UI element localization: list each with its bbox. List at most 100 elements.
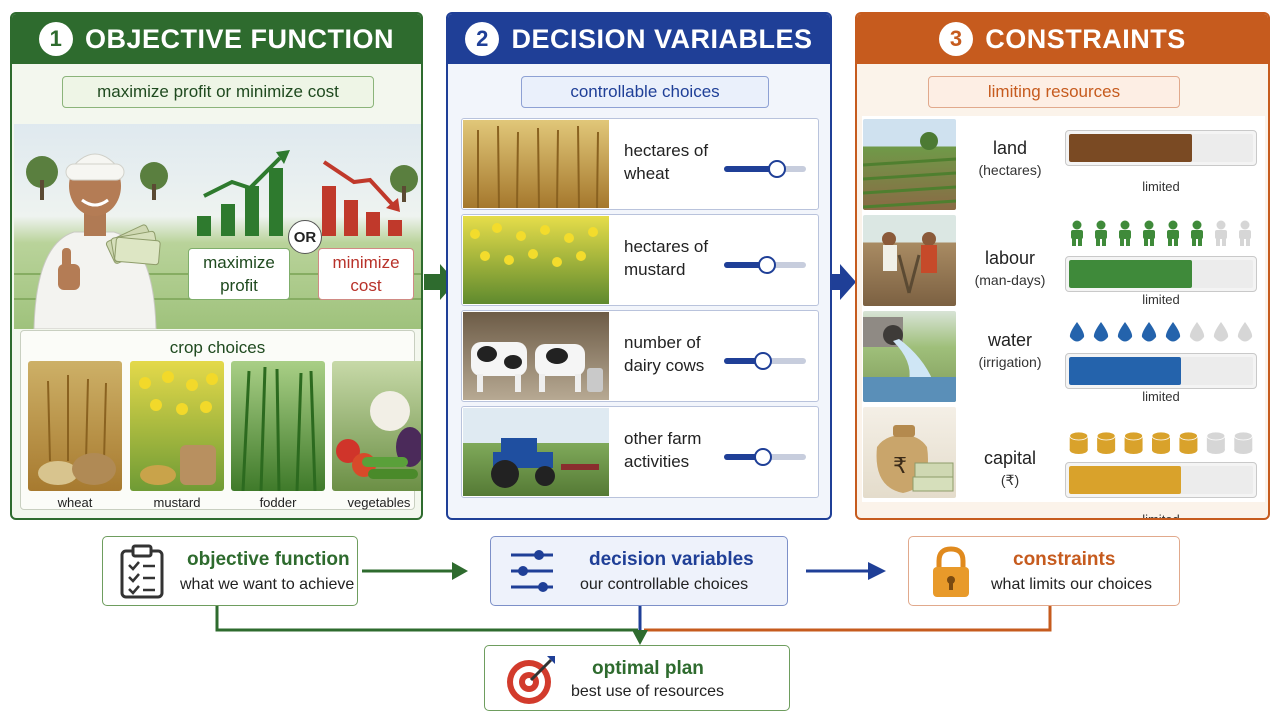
labour-people-icons bbox=[1065, 220, 1257, 246]
tractor-image bbox=[463, 408, 609, 496]
maximize-profit-label: maximize profit bbox=[188, 248, 290, 300]
arrow-right-icon bbox=[822, 264, 856, 300]
slider-knob[interactable] bbox=[754, 352, 773, 370]
svg-text:₹: ₹ bbox=[893, 454, 907, 479]
dairy-cows-image bbox=[463, 312, 609, 400]
step-number-badge: 2 bbox=[465, 22, 500, 56]
mustard-slider[interactable] bbox=[724, 256, 806, 274]
resource-unit: (₹) bbox=[1000, 472, 1020, 488]
decision-subtitle: controllable choices bbox=[521, 76, 769, 108]
crop-label-wheat: wheat bbox=[57, 495, 93, 510]
vegetables-tile bbox=[332, 361, 421, 491]
mustard-field-image bbox=[463, 216, 609, 304]
coin-icon-group bbox=[1069, 431, 1253, 454]
fodder-icon bbox=[241, 366, 317, 491]
water-drop-icons bbox=[1065, 320, 1257, 346]
constraints-subtitle: limiting resources bbox=[928, 76, 1180, 108]
cost-bar-chart bbox=[322, 160, 402, 236]
coin-icon bbox=[1151, 431, 1171, 454]
mustard-tile bbox=[130, 361, 224, 491]
summary-result-box: optimal plan best use of resources bbox=[484, 645, 790, 711]
or-badge: OR bbox=[288, 220, 322, 254]
vegetables-icon bbox=[336, 391, 421, 479]
crop-label-vegetables: vegetables bbox=[347, 495, 411, 510]
land-image bbox=[863, 119, 956, 210]
drop-icon-group bbox=[1069, 322, 1253, 342]
drop-icon bbox=[1069, 322, 1085, 342]
person-icon bbox=[1119, 220, 1131, 246]
land-capacity-bar bbox=[1065, 130, 1257, 166]
crop-choices-header: crop choices bbox=[169, 338, 266, 357]
other-activities-slider[interactable] bbox=[724, 448, 806, 466]
resource-name: land bbox=[992, 138, 1028, 158]
farmer-figure bbox=[33, 153, 161, 329]
clipboard-checklist-icon bbox=[120, 544, 164, 599]
summary-objective-box: objective function what we want to achie… bbox=[102, 536, 358, 606]
decision-card-mustard: hectares of mustard bbox=[461, 214, 819, 306]
panel-title: DECISION VARIABLES bbox=[511, 23, 813, 54]
resource-labour-row: labour (man-days) limited bbox=[862, 212, 1265, 310]
drop-icon bbox=[1165, 322, 1181, 342]
water-capacity-bar bbox=[1065, 353, 1257, 389]
crop-choices-box: crop choices bbox=[20, 330, 421, 510]
dairy-cows-slider[interactable] bbox=[724, 352, 806, 370]
summary-decisions-title: decision variables bbox=[589, 549, 754, 570]
decision-variables-panel: 2 DECISION VARIABLES controllable choice… bbox=[446, 12, 832, 520]
wheat-field-image bbox=[463, 120, 609, 208]
person-icon-group bbox=[1071, 220, 1251, 246]
capital-coin-icons bbox=[1065, 430, 1257, 456]
lock-icon bbox=[933, 546, 969, 597]
target-icon bbox=[507, 656, 555, 704]
objective-function-panel: 1 OBJECTIVE FUNCTION maximize profit or … bbox=[10, 12, 423, 520]
summary-constraints-desc: what limits our choices bbox=[991, 576, 1152, 593]
coin-icon bbox=[1206, 431, 1226, 454]
limited-label: limited bbox=[1142, 389, 1180, 404]
crop-label-fodder: fodder bbox=[259, 495, 297, 510]
person-icon bbox=[1071, 220, 1083, 246]
summary-decisions-desc: our controllable choices bbox=[580, 576, 749, 593]
profit-bar-chart bbox=[197, 150, 290, 236]
drop-icon bbox=[1141, 322, 1157, 342]
coin-icon bbox=[1124, 431, 1143, 454]
minimize-cost-label: minimize cost bbox=[318, 248, 414, 300]
person-icon bbox=[1239, 220, 1251, 246]
sliders-icon bbox=[511, 550, 553, 592]
decision-label: hectares of wheat bbox=[624, 141, 709, 183]
panel-title: OBJECTIVE FUNCTION bbox=[84, 23, 395, 54]
summary-result-title: optimal plan bbox=[592, 658, 704, 679]
person-icon bbox=[1167, 220, 1179, 246]
summary-objective-title: objective function bbox=[187, 549, 350, 570]
wheat-slider[interactable] bbox=[724, 160, 806, 178]
drop-icon bbox=[1117, 322, 1133, 342]
resource-name: water bbox=[987, 330, 1032, 350]
slider-knob[interactable] bbox=[757, 256, 776, 274]
resource-name: capital bbox=[983, 448, 1037, 468]
decision-card-wheat: hectares of wheat bbox=[461, 118, 819, 210]
person-icon bbox=[1143, 220, 1155, 246]
capital-capacity-bar bbox=[1065, 462, 1257, 498]
decision-header: 2 DECISION VARIABLES bbox=[448, 14, 830, 64]
coin-icon bbox=[1069, 431, 1089, 454]
resource-unit: (irrigation) bbox=[978, 354, 1042, 370]
slider-knob[interactable] bbox=[754, 448, 773, 466]
drop-icon bbox=[1189, 322, 1205, 342]
resource-land-row: land (hectares) limited bbox=[862, 116, 1265, 214]
resource-name: labour bbox=[984, 248, 1036, 268]
wheat-tile bbox=[28, 361, 122, 491]
water-image bbox=[863, 311, 956, 402]
capital-image: ₹ bbox=[863, 407, 956, 498]
slider-knob[interactable] bbox=[768, 160, 787, 178]
objective-subtitle: maximize profit or minimize cost bbox=[62, 76, 374, 108]
limited-label: limited bbox=[1142, 292, 1180, 307]
decision-label: other farm activities bbox=[624, 429, 702, 471]
drop-icon bbox=[1093, 322, 1109, 342]
mustard-icon bbox=[139, 371, 218, 485]
decision-label: hectares of mustard bbox=[624, 237, 709, 279]
limited-label: limited bbox=[1142, 512, 1180, 520]
summary-constraints-title: constraints bbox=[1013, 549, 1116, 570]
constraints-panel: 3 CONSTRAINTS limiting resources land (h… bbox=[855, 12, 1270, 520]
panel-title: CONSTRAINTS bbox=[985, 23, 1186, 54]
summary-decisions-box: decision variables our controllable choi… bbox=[490, 536, 788, 606]
resource-capital-row: ₹ capital (₹) limited bbox=[862, 404, 1265, 518]
summary-objective-desc: what we want to achieve bbox=[180, 576, 355, 593]
